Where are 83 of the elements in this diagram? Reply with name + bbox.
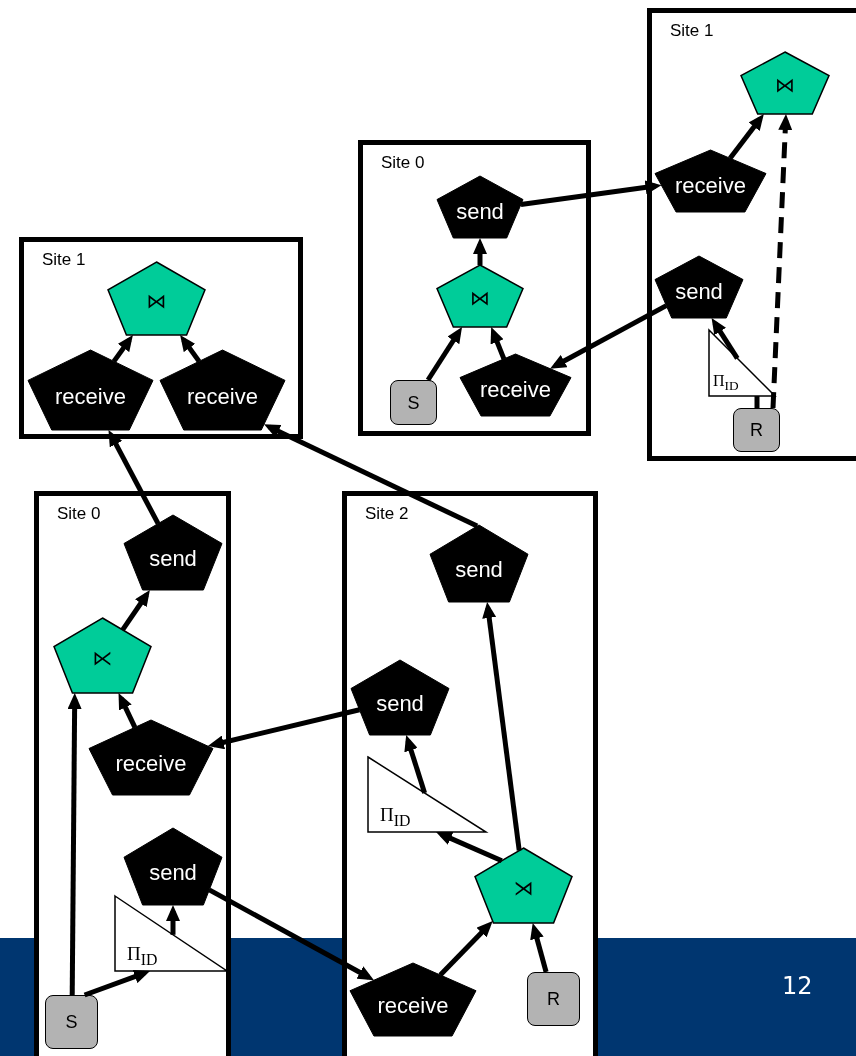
operator-label: receive	[479, 377, 552, 404]
operator-pentagon	[437, 176, 523, 238]
operator-pentagon	[351, 660, 449, 735]
site-label: Site 0	[381, 153, 425, 173]
operator-pentagon	[430, 525, 528, 602]
arrow	[108, 430, 161, 525]
join-symbol: ⋈	[469, 286, 491, 311]
site-label: Site 2	[365, 504, 409, 524]
arrow	[208, 887, 374, 981]
arrow	[264, 424, 479, 529]
join-symbol: ⋈	[774, 73, 796, 98]
projection-label: Π$_{ID}$	[713, 371, 739, 394]
site-label: Site 1	[42, 250, 86, 270]
arrow	[83, 969, 151, 998]
arrow	[438, 921, 493, 977]
operator-pentagon	[28, 350, 153, 430]
arrow	[436, 832, 503, 863]
site-box	[34, 491, 231, 1056]
arrow	[120, 590, 150, 632]
arrow	[711, 318, 740, 360]
operator-label: receive	[114, 751, 188, 777]
site-box	[342, 491, 598, 1056]
site-label: Site 1	[670, 21, 714, 41]
operator-pentagon	[89, 720, 213, 795]
join-symbol: ⋊	[512, 876, 535, 901]
projection-triangle	[368, 757, 486, 832]
site-box	[358, 140, 591, 436]
operator-label: receive	[54, 384, 127, 410]
operator-pentagon	[475, 848, 572, 923]
operator-pentagon	[160, 350, 285, 430]
relation-label: S	[406, 392, 421, 413]
projection-triangle	[709, 330, 775, 396]
page-number: 12	[782, 972, 813, 1000]
operator-label: send	[674, 279, 724, 306]
arrow	[67, 693, 82, 996]
join-symbol: ⋉	[91, 646, 114, 671]
operator-label: send	[454, 557, 504, 584]
operator-pentagon	[124, 828, 222, 905]
relation-label: S	[64, 1011, 79, 1033]
site-box	[19, 237, 303, 439]
operator-pentagon	[655, 150, 766, 212]
operator-pentagon	[437, 265, 523, 327]
operator-label: send	[148, 546, 198, 572]
operator-label: receive	[376, 992, 450, 1019]
relation-box	[733, 408, 780, 452]
site-label: Site 0	[57, 504, 101, 524]
arrow	[404, 735, 427, 794]
relation-box	[527, 972, 580, 1026]
arrow	[207, 707, 361, 750]
operator-pentagon	[741, 52, 829, 114]
arrow	[550, 303, 668, 369]
arrow	[482, 602, 522, 851]
operator-label: send	[455, 199, 505, 226]
projection-label: Π$_{ID}$	[380, 804, 411, 830]
arrow	[520, 180, 662, 207]
arrow	[530, 923, 549, 973]
operator-label: send	[148, 860, 198, 887]
arrow	[118, 693, 138, 729]
relation-box	[390, 380, 437, 425]
operator-label: receive	[674, 173, 747, 200]
join-symbol: ⋈	[145, 289, 168, 314]
projection-triangle	[115, 896, 227, 971]
operator-pentagon	[350, 963, 476, 1036]
operator-label: send	[375, 691, 425, 717]
site-box	[647, 8, 856, 461]
arrow	[166, 905, 180, 935]
arrow	[490, 327, 507, 360]
arrow	[473, 238, 487, 265]
projection-label: Π$_{ID}$	[127, 943, 158, 969]
operator-pentagon	[460, 354, 571, 416]
relation-box	[45, 995, 98, 1049]
operator-label: receive	[186, 384, 259, 410]
arrow	[770, 114, 793, 409]
operator-pentagon	[655, 256, 743, 318]
arrow	[111, 335, 133, 363]
operator-pentagon	[124, 515, 222, 590]
relation-label: R	[749, 419, 764, 441]
operator-pentagon	[108, 262, 205, 335]
arrow	[425, 326, 463, 382]
arrow	[180, 335, 202, 363]
relation-label: R	[546, 988, 561, 1010]
arrow	[728, 114, 764, 160]
operator-pentagon	[54, 618, 151, 693]
